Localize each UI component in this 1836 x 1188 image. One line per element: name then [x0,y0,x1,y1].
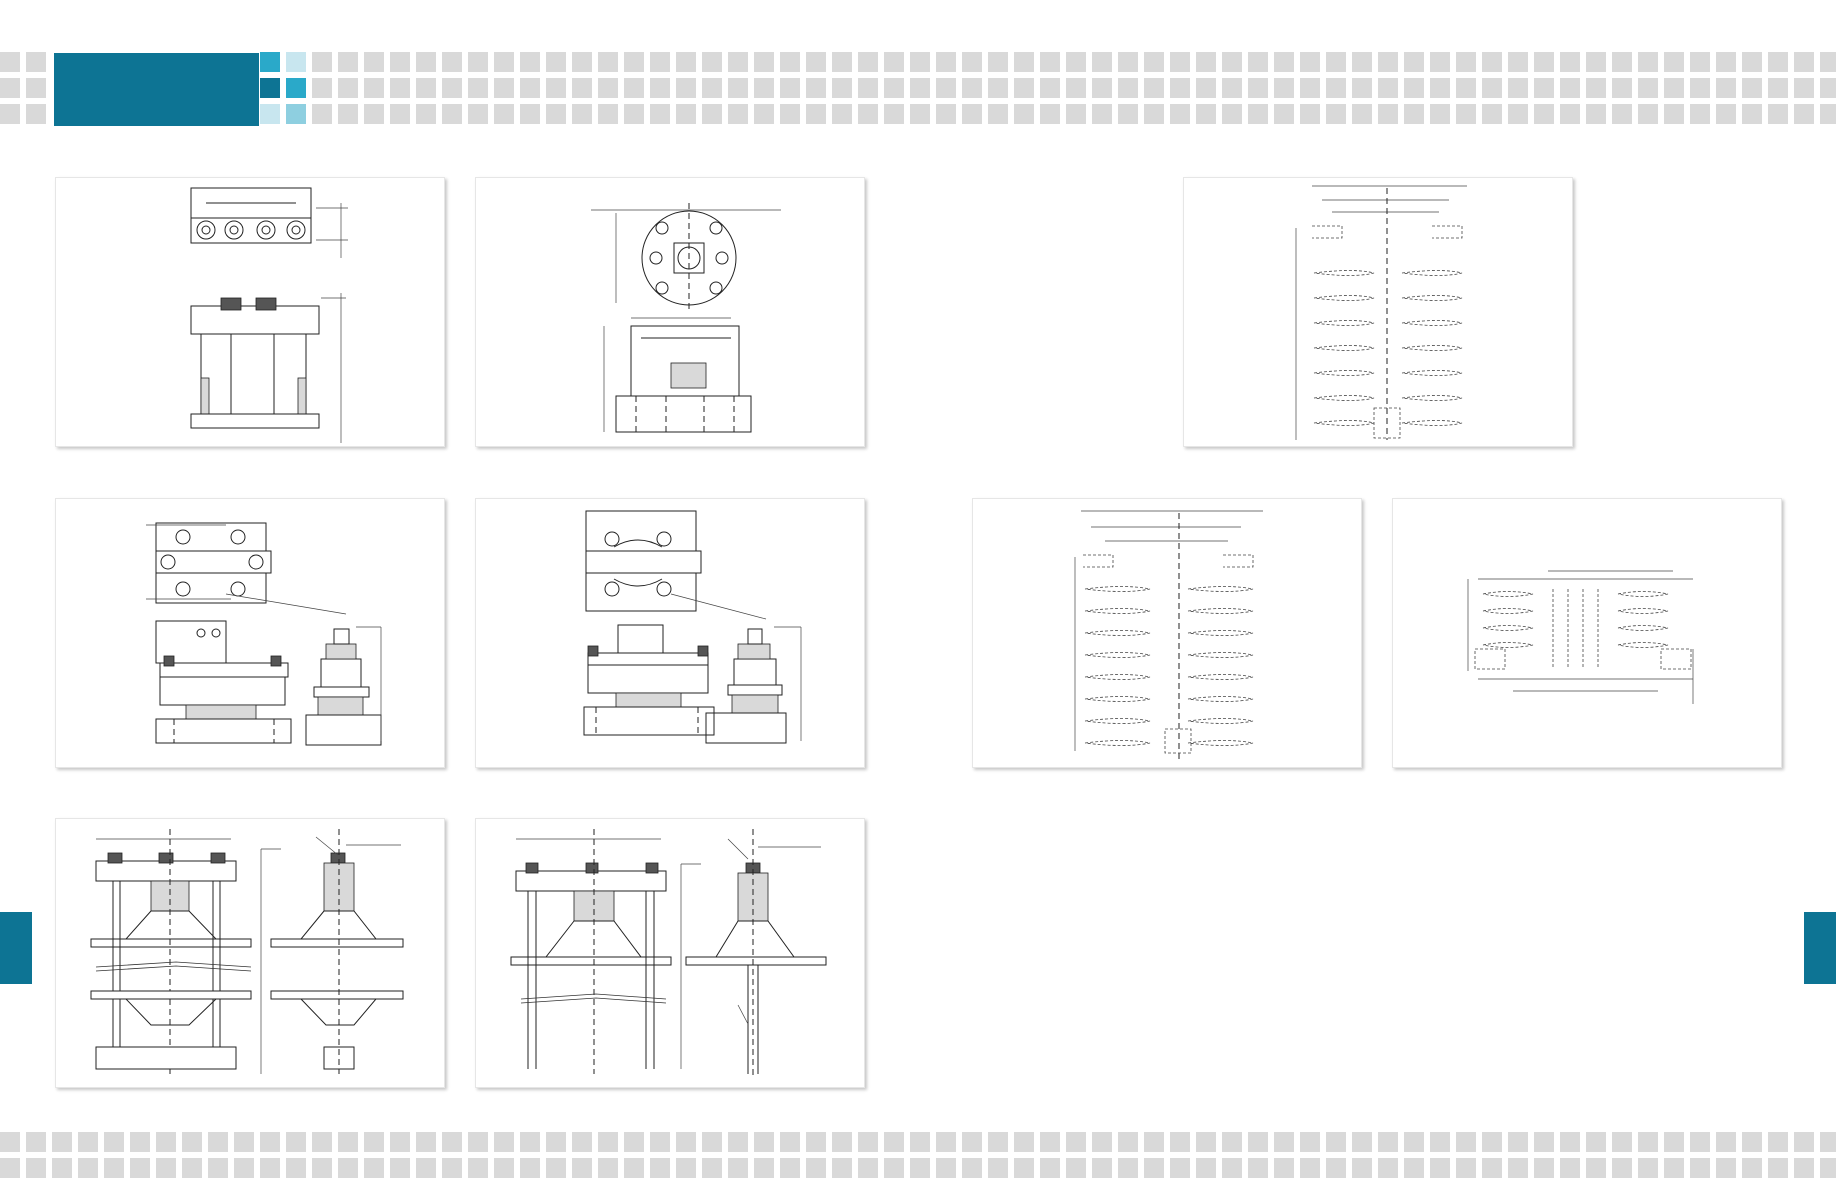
horizontal-bellows-drawing [1467,570,1694,704]
left-edge-tab [0,912,32,984]
drawing-panel-4 [55,498,445,768]
drawing-panel-9 [475,818,865,1088]
bellows-drawing-b [1074,510,1263,761]
drawing-panel-2 [475,177,865,447]
header-color-block [54,53,259,126]
drawing-panel-7 [1392,498,1782,768]
damper-column-drawing-b [510,829,827,1077]
right-edge-tab [1804,912,1836,984]
drawing-panel-6 [972,498,1362,768]
drawing-panel-1 [55,177,445,447]
damper-column-drawing-a [90,829,404,1074]
bolted-mount-drawing [146,522,382,746]
bolted-mount-round-drawing [583,510,802,744]
top-pattern-band [0,52,1836,128]
guide-rail-drawing [190,187,348,443]
drawing-panel-8 [55,818,445,1088]
bellows-drawing-a [1295,185,1467,440]
drawing-panel-3 [1183,177,1573,447]
round-flange-drawing [591,203,781,433]
bottom-pattern-band [0,1132,1836,1188]
drawing-panel-5 [475,498,865,768]
